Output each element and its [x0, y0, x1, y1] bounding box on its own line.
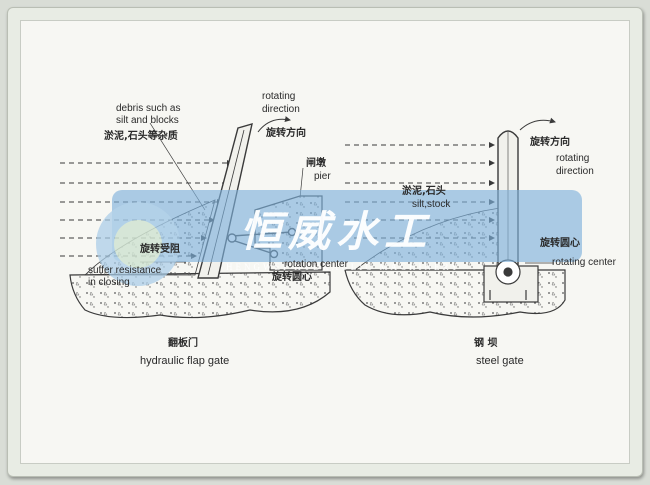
steel-rotating-label-en: rotating — [556, 153, 590, 164]
steel-rotating-label-zh: 旋转方向 — [530, 137, 570, 148]
steel-caption-zh: 钢 坝 — [474, 338, 498, 349]
rotation-arrow-left — [257, 116, 291, 133]
rotating-label-zh: 旋转方向 — [266, 128, 306, 139]
debris-label-en: debris such as — [116, 103, 181, 114]
pier-label-zh: 闸墩 — [306, 158, 326, 169]
resist-label-en: suffer resistance — [88, 265, 162, 276]
steel-rotating-label-en-2: direction — [556, 166, 594, 177]
flap-caption-zh: 翻板门 — [168, 338, 198, 349]
resist-label-en-2: in closing — [88, 277, 130, 288]
steel-caption-en: steel gate — [476, 355, 524, 367]
steel-silt-label-zh: 淤泥,石头 — [402, 186, 446, 197]
center-label-zh: 旋转圆心 — [272, 272, 312, 283]
resist-label-zh: 旋转受阻 — [140, 244, 180, 255]
debris-label-en-2: silt and blocks — [116, 115, 179, 126]
steel-center-label-zh: 旋转圆心 — [540, 238, 580, 249]
rotating-label-en-2: direction — [262, 104, 300, 115]
steel-center-label-en: rotating center — [552, 257, 616, 268]
watermark-logo: 恒威水工 — [240, 207, 433, 256]
steel-silt-label-en: silt,stock — [412, 199, 451, 210]
rotation-arrow-right — [519, 117, 556, 131]
flap-caption-en: hydraulic flap gate — [140, 355, 230, 367]
steel-gate-hinge — [483, 259, 539, 303]
center-label-en: rotation center — [284, 259, 348, 270]
rotating-label-en: rotating — [262, 91, 296, 102]
watermark — [96, 190, 582, 286]
watermark-text: HENGWEI HYDRAULIC MACHINERY — [226, 262, 461, 272]
pier-label-en: pier — [314, 171, 331, 182]
debris-label-zh: 淤泥,石头等杂质 — [104, 131, 178, 142]
